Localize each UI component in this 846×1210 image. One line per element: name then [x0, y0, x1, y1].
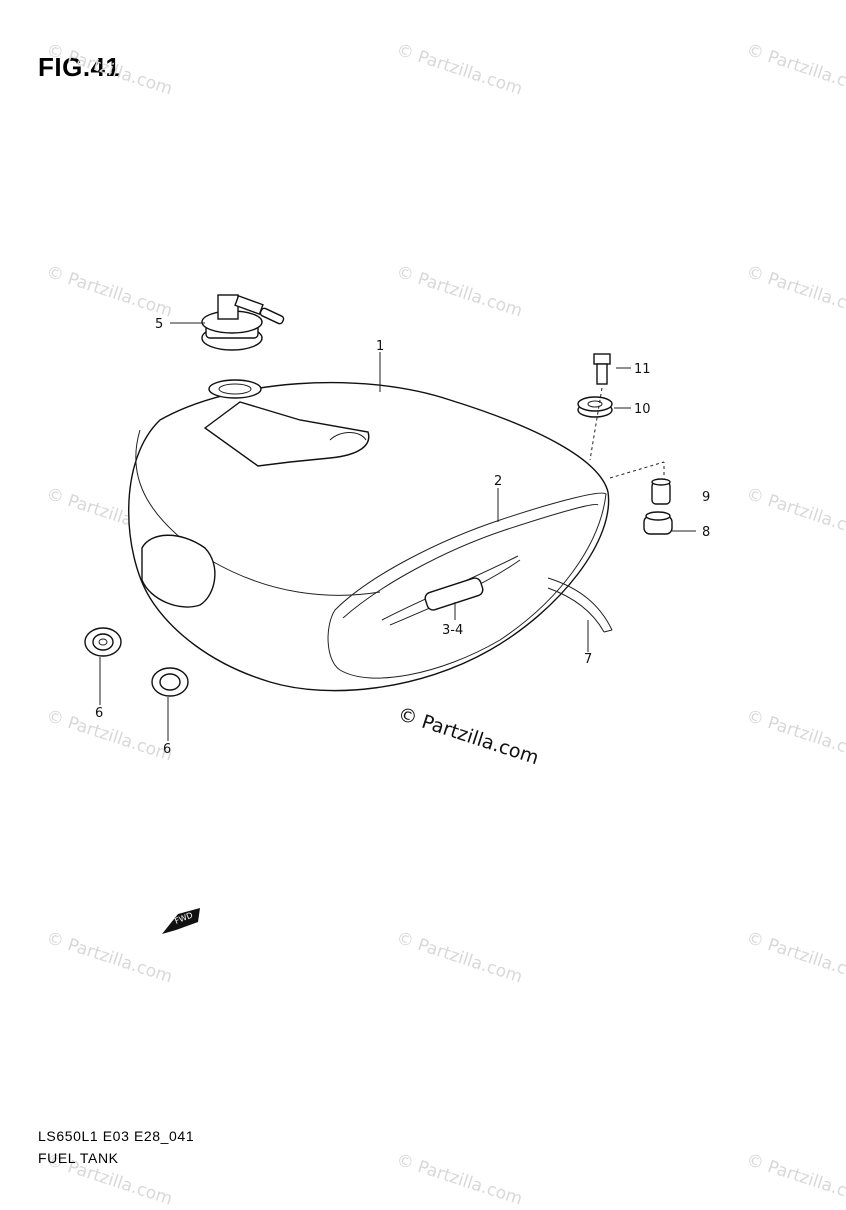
cushion [577, 396, 613, 418]
callout-11: 11 [634, 362, 651, 377]
leader-lines [99, 322, 696, 741]
hose [547, 577, 613, 633]
grommet [84, 627, 122, 657]
figure-title: FIG.41 [38, 52, 121, 82]
diagram-code: LS650L1 E03 E28_041 [38, 1128, 195, 1144]
callout-3-4: 3-4 [442, 623, 463, 638]
callout-5: 5 [155, 317, 163, 332]
callout-8: 8 [702, 525, 710, 540]
callout-labels: 1 2 3-4 5 6 6 7 8 9 10 11 [95, 317, 710, 757]
mount-cushion [643, 511, 673, 535]
callout-7: 7 [584, 652, 592, 667]
fuel-cap [201, 294, 285, 351]
callout-9: 9 [702, 490, 710, 505]
callout-2: 2 [494, 474, 502, 489]
fuel-tank [128, 379, 610, 692]
bolt [593, 353, 611, 385]
collar [651, 478, 671, 505]
callout-6b: 6 [163, 742, 171, 757]
callout-1: 1 [376, 339, 384, 354]
forward-arrow-icon: FWD [162, 908, 200, 934]
callout-10: 10 [634, 402, 651, 417]
callout-6a: 6 [95, 706, 103, 721]
diagram-name: FUEL TANK [38, 1150, 119, 1166]
grommet [151, 667, 189, 697]
